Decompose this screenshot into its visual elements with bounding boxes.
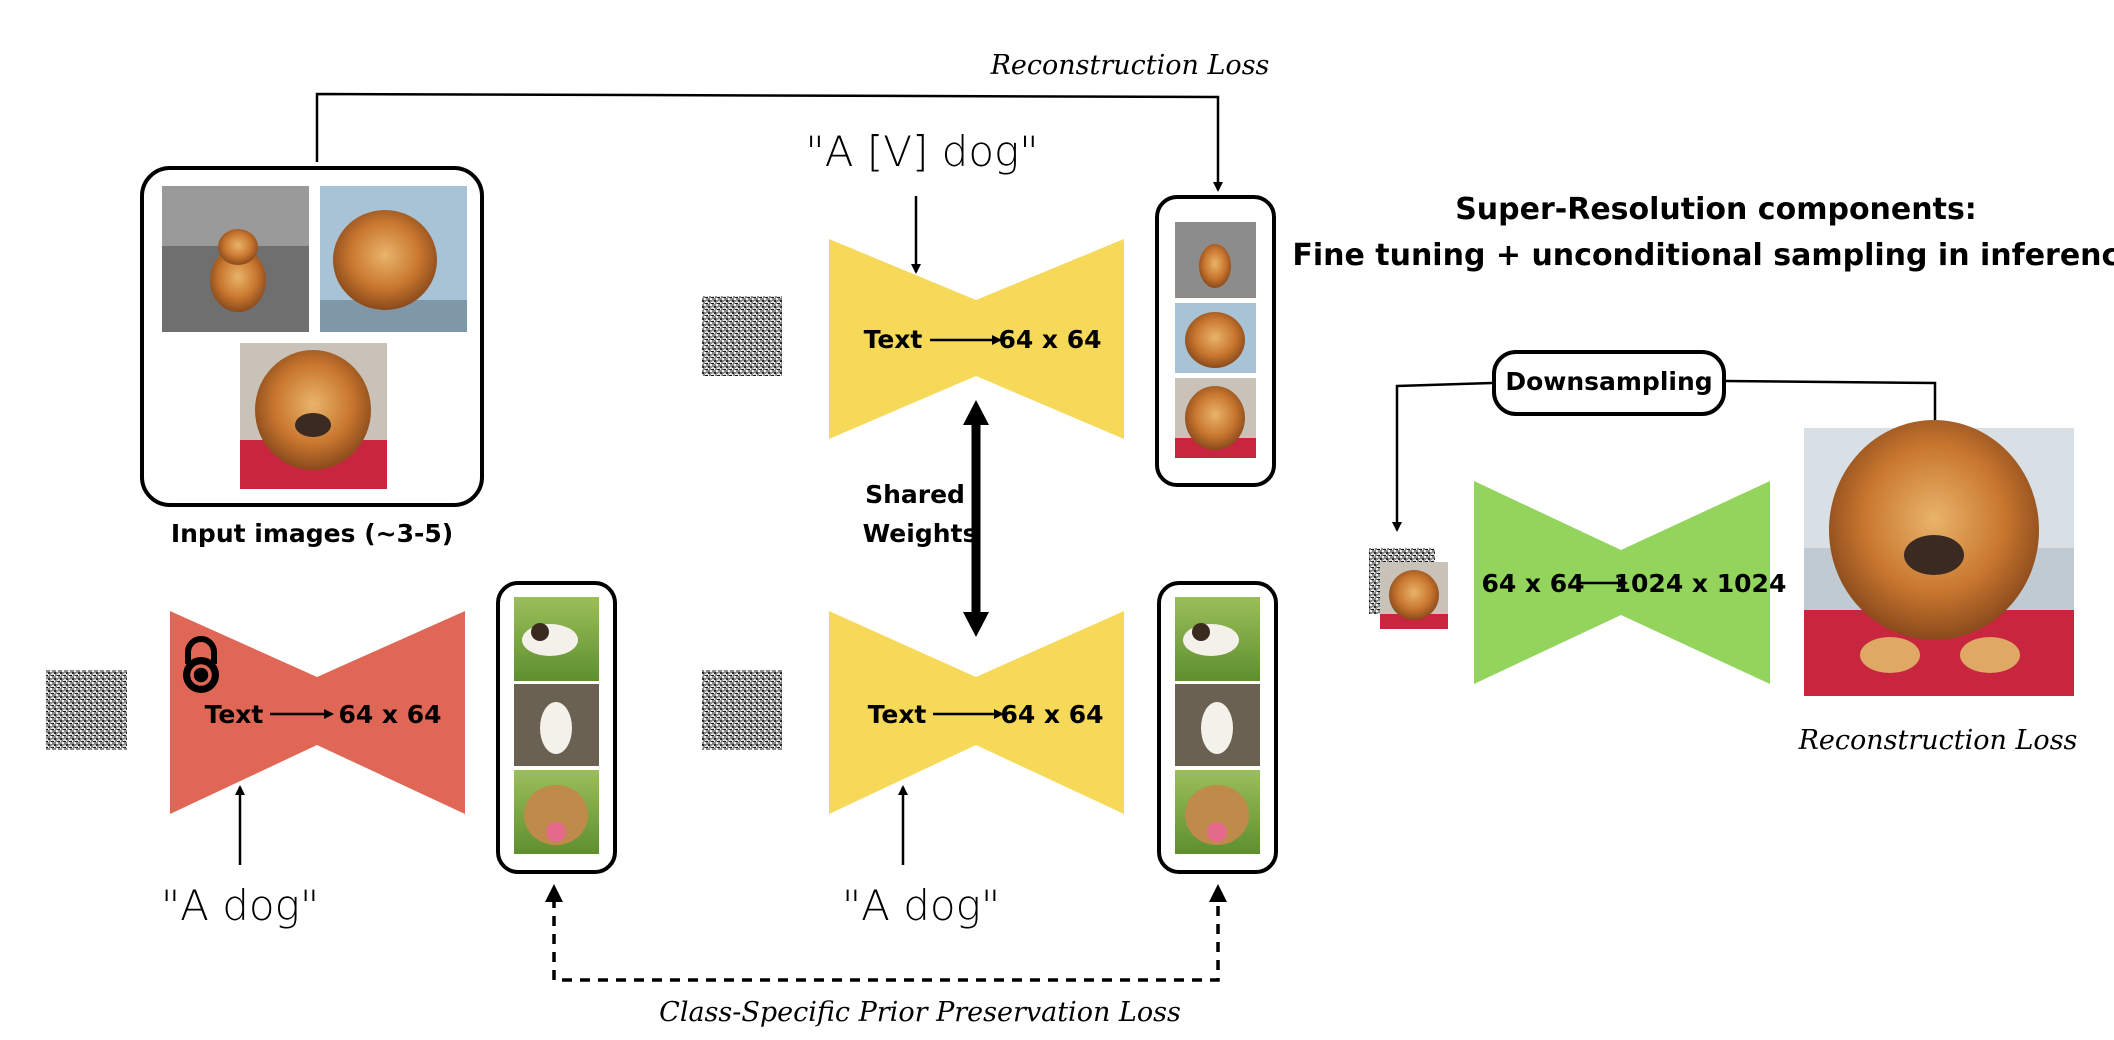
sr-title-line2: Fine tuning + unconditional sampling in … (1292, 238, 2114, 273)
input-photo-1 (162, 186, 309, 332)
finetune-bottom-output-label: 64 x 64 (1000, 700, 1103, 729)
input-photo-2 (320, 186, 467, 332)
finetune-top-output-label: 64 x 64 (998, 325, 1101, 354)
prompt-a-dog-left: "A dog" (161, 881, 319, 930)
prior-column-left (496, 581, 617, 874)
frozen-output-label: 64 x 64 (338, 700, 441, 729)
prior-preservation-connector (545, 884, 1227, 982)
downsampling-connector (1392, 379, 1937, 532)
prompt-a-dog-mid: "A dog" (842, 881, 1000, 930)
finetune-bottom-text-label: Text (868, 700, 927, 729)
input-images-box (140, 166, 484, 507)
input-images-caption: Input images (~3-5) (171, 519, 453, 548)
frozen-model: Text 64 x 64 (170, 611, 465, 814)
downsampling-box: Downsampling (1492, 350, 1726, 416)
sr-title-line1: Super-Resolution components: (1455, 192, 1977, 227)
noise-input-top (702, 296, 782, 376)
reconstruction-loss-connector-top (315, 92, 1223, 192)
downsampling-label: Downsampling (1505, 367, 1712, 396)
prior-column-right (1157, 581, 1278, 874)
noise-input-bottom (702, 670, 782, 750)
shared-weights-connector (963, 400, 989, 637)
prompt-v-dog: "A [V] dog" (805, 127, 1038, 176)
input-photo-3 (240, 343, 387, 489)
superres-model: 64 x 64 1024 x 1024 (1474, 481, 1786, 684)
sr-high-res-target (1804, 420, 2074, 696)
finetune-top-text-label: Text (864, 325, 923, 354)
lock-icon (183, 636, 219, 693)
sr-low-res-input (1369, 548, 1448, 629)
shared-weights-line1: Shared (865, 480, 965, 509)
prior-preservation-loss-label: Class-Specific Prior Preservation Loss (659, 997, 1181, 1028)
noise-input-left (46, 670, 127, 750)
finetune-model-bottom: Text 64 x 64 (829, 611, 1124, 814)
superres-output-label: 1024 x 1024 (1614, 569, 1787, 598)
frozen-text-label: Text (205, 700, 264, 729)
generated-column-top (1155, 195, 1276, 487)
reconstruction-loss-right-label: Reconstruction Loss (1798, 725, 2078, 756)
reconstruction-loss-top-label: Reconstruction Loss (990, 50, 1270, 81)
superres-input-label: 64 x 64 (1481, 569, 1584, 598)
shared-weights-line2: Weights (863, 519, 978, 548)
finetune-model-top: Text 64 x 64 (829, 239, 1124, 439)
